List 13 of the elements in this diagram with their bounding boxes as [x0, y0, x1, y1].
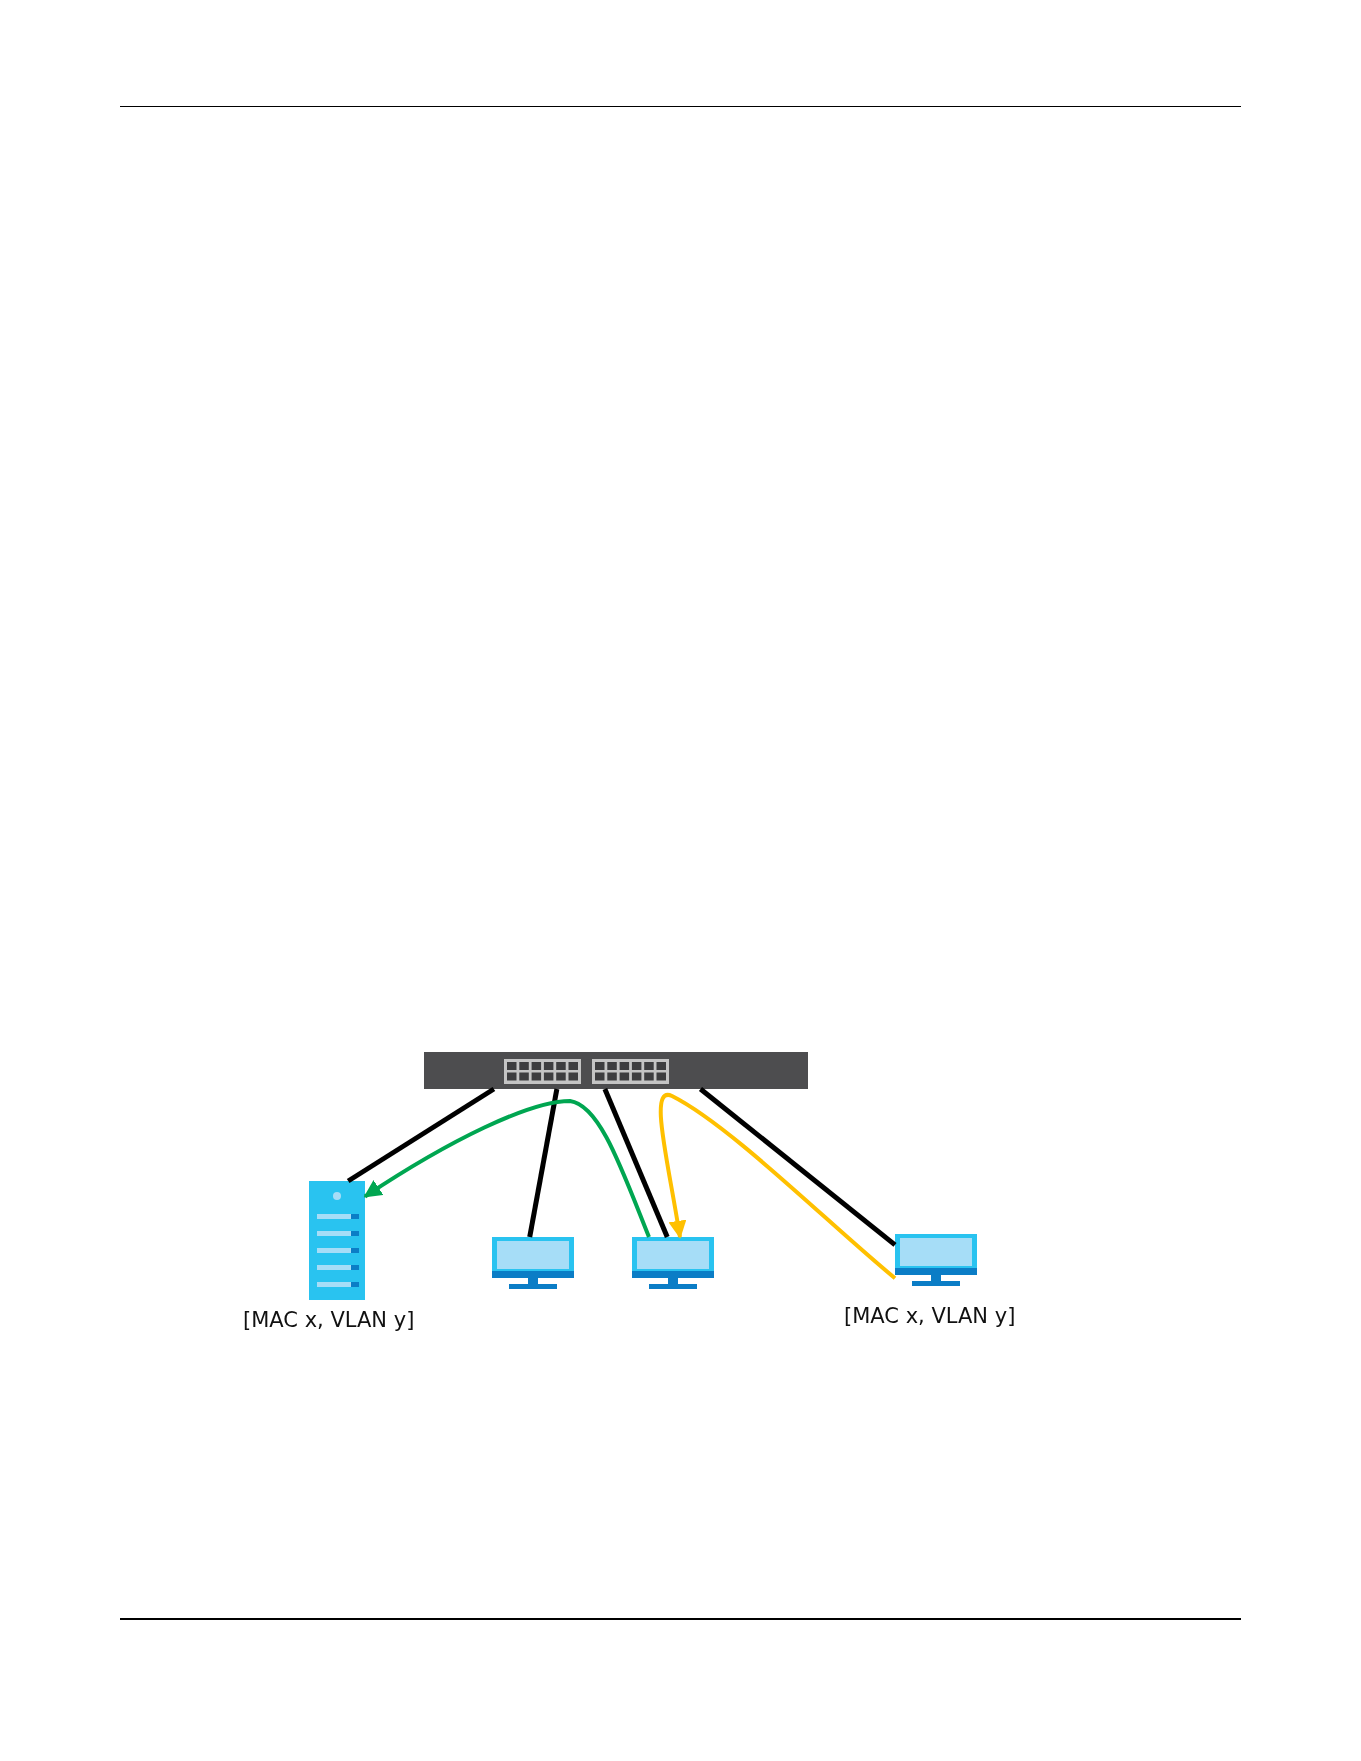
- flow-arrow: [363, 1099, 651, 1238]
- flow-arrow: [658, 1093, 897, 1280]
- address-caption: [MAC x, VLAN y]: [243, 1308, 415, 1333]
- network-switch-drawing: [424, 1052, 808, 1089]
- cable-line: [698, 1087, 897, 1247]
- monitor-icon: [632, 1237, 714, 1289]
- monitor-icon: [492, 1237, 574, 1289]
- cable-line: [346, 1086, 496, 1184]
- server-icon: [309, 1181, 365, 1300]
- cable-line: [602, 1088, 670, 1238]
- cable-line: [527, 1088, 560, 1238]
- address-caption: [MAC x, VLAN y]: [844, 1304, 1016, 1329]
- monitor-icon: [895, 1234, 977, 1286]
